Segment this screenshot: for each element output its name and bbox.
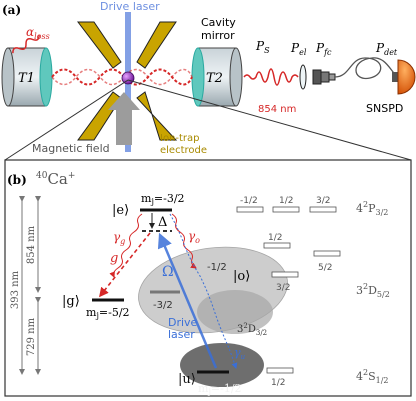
omega-label: Ω: [162, 264, 174, 280]
electrode-bottom-left: [77, 91, 122, 141]
pfc-label: Pfc: [315, 41, 332, 57]
panel-b-label: (b): [7, 173, 27, 187]
decay-gamma-o: [171, 213, 197, 269]
s-manifold-blob: [180, 343, 264, 387]
drive-laser-b-line1: Drive: [168, 316, 198, 329]
d-sub-5-2-label: 5/2: [318, 263, 332, 273]
ion-trap-label-line2: electrode: [160, 145, 207, 156]
s-sublevel-1-2: [266, 367, 294, 374]
mj-u-label: mj=-1/2: [198, 382, 242, 396]
level-s12-label: 42S1/2: [356, 368, 389, 385]
d-sub-3-2-label: 3/2: [276, 283, 290, 293]
ion-species-label: 40Ca+: [36, 170, 75, 188]
ion-trap-label-line1: Ion-trap: [160, 133, 200, 144]
state-g-label: |g⟩: [62, 294, 80, 309]
wl-393-label: 393 nm: [10, 270, 21, 309]
p-sub-neg1-2-label: -1/2: [240, 196, 258, 206]
p-sublevel-1-2: [272, 206, 300, 213]
optical-fiber: [334, 57, 401, 80]
cavity-mirror-right: T2: [191, 47, 243, 107]
drive-laser-label: Drive laser: [100, 0, 160, 13]
mj-g-label: mj=-5/2: [86, 306, 130, 320]
state-e-label: |e⟩: [112, 203, 129, 218]
drive-omega-arrow: [157, 232, 218, 369]
p-sub-3-2-label: 3/2: [316, 196, 330, 206]
output-photon-wave: [243, 68, 299, 86]
d-sublevel-1-2: [263, 242, 291, 249]
panel-b-frame: [4, 159, 412, 397]
wl-729-label: 729 nm: [26, 317, 37, 356]
detector-connector: [392, 72, 398, 82]
d-sublevel-5-2: [313, 250, 341, 257]
wavelength-label: 854 nm: [258, 104, 296, 115]
pel-label: Pel: [290, 41, 307, 57]
d-sub-neg1-2-label: -1/2: [207, 262, 227, 273]
pdet-label: Pdet: [375, 41, 398, 57]
alpha-loss-label: αloss: [26, 25, 50, 41]
magnetic-field-arrow: [108, 92, 140, 145]
wl-854-label: 854 nm: [26, 225, 37, 264]
fiber-coupler: [312, 69, 336, 85]
gamma-g-label: γg: [113, 230, 125, 246]
t2-label: T2: [206, 71, 223, 86]
drive-laser-b-line2: laser: [168, 328, 195, 341]
s-sub-1-2-label: 1/2: [271, 378, 285, 388]
level-p32-label: 42P3/2: [356, 200, 388, 217]
snspd-label: SNSPD: [366, 102, 403, 115]
p-sub-1-2-label: 1/2: [279, 196, 293, 206]
p-sublevel-neg1-2: [236, 206, 264, 213]
t1-label: T1: [18, 71, 35, 86]
d-sub-1-2-label: 1/2: [268, 233, 282, 243]
zoom-line-left: [4, 79, 129, 161]
panel-b: (b) 40Ca+ 854 nm 393 nm 729 nm mj=-3/2 |…: [4, 159, 412, 397]
decay-gamma-g: [109, 213, 143, 278]
electrode-top-right: [136, 21, 177, 69]
cavity-mirror-label-line1: Cavity: [201, 16, 236, 29]
loss-wiggle: [12, 34, 40, 54]
electrode-top-left: [76, 21, 122, 69]
state-u-label: |u⟩: [178, 372, 196, 387]
panel-a: (a) Drive laser Magnetic field Ion-trap …: [1, 0, 416, 161]
g-coupling-label: g: [110, 251, 118, 266]
gamma-u-label: γu: [234, 346, 246, 361]
ps-label: PS: [255, 39, 270, 55]
gamma-o-label: γo: [188, 229, 200, 245]
zoom-line-right: [127, 79, 412, 161]
delta-label: Δ: [158, 215, 167, 230]
state-o-label: |o⟩: [233, 269, 250, 284]
cavity-mirror-left: T1: [1, 47, 53, 107]
mj-e-label: mj=-3/2: [141, 192, 185, 206]
d-sublevel-3-2: [271, 271, 299, 278]
magnetic-field-label: Magnetic field: [32, 142, 110, 155]
cavity-mirror-label-line2: mirror: [201, 29, 235, 42]
d-sub-neg3-2-label: -3/2: [153, 300, 173, 311]
d32-blob: [197, 290, 273, 334]
level-d52-label: 32D5/2: [356, 282, 390, 299]
electrode-bottom-right: [136, 91, 178, 141]
lens: [299, 64, 307, 90]
snspd-detector: [397, 59, 416, 95]
p-sublevel-3-2: [309, 206, 337, 213]
panel-a-label: (a): [2, 3, 21, 17]
